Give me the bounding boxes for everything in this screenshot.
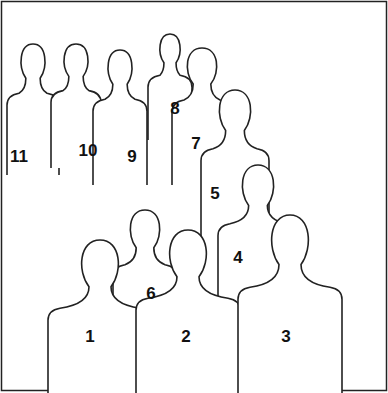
callout-number: 7 [191, 135, 200, 152]
callout-number: 1 [85, 328, 94, 345]
callout-number: 6 [146, 285, 155, 302]
callout-number: 4 [233, 249, 242, 266]
person-silhouette [238, 215, 342, 393]
callout-number: 5 [210, 185, 219, 202]
callout-number: 9 [127, 148, 136, 165]
callout-number: 11 [10, 148, 28, 165]
callout-number: 10 [79, 142, 98, 159]
callout-number: 3 [281, 328, 290, 345]
person-silhouette [93, 50, 147, 185]
callout-number: 8 [170, 100, 179, 117]
callout-number: 2 [181, 328, 190, 345]
person-silhouette [136, 230, 240, 393]
